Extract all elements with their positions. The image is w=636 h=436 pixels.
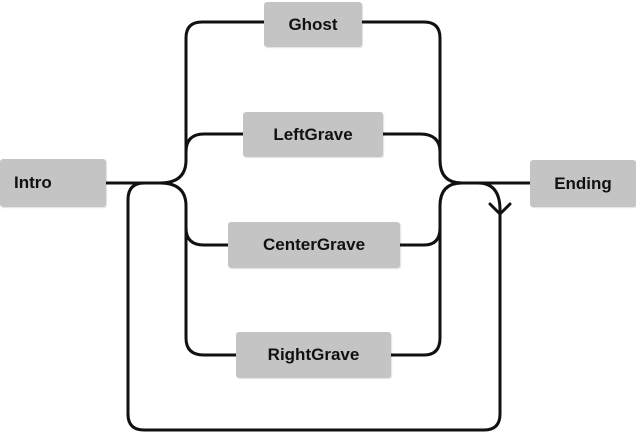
edge-rightgrave-to-ending — [389, 226, 442, 357]
node-ending[interactable]: Ending — [530, 160, 636, 207]
edge-intro-to-ghost — [158, 20, 266, 185]
node-right-grave[interactable]: RightGrave — [236, 332, 391, 378]
node-left-grave[interactable]: LeftGrave — [243, 112, 383, 157]
edge-intro-to-rightgrave — [184, 226, 238, 357]
edge-intro-to-centergrave — [158, 181, 230, 247]
edge-leftgrave-to-ending — [381, 132, 442, 154]
edge-ghost-to-ending — [360, 20, 464, 185]
node-intro[interactable]: Intro — [0, 159, 106, 207]
edge-intro-to-leftgrave — [184, 132, 245, 162]
node-center-grave[interactable]: CenterGrave — [228, 222, 400, 268]
edge-loop-back — [126, 181, 502, 432]
loop-arrowhead — [488, 202, 512, 216]
node-ghost[interactable]: Ghost — [264, 2, 362, 47]
edge-centergrave-to-ending — [398, 181, 464, 247]
